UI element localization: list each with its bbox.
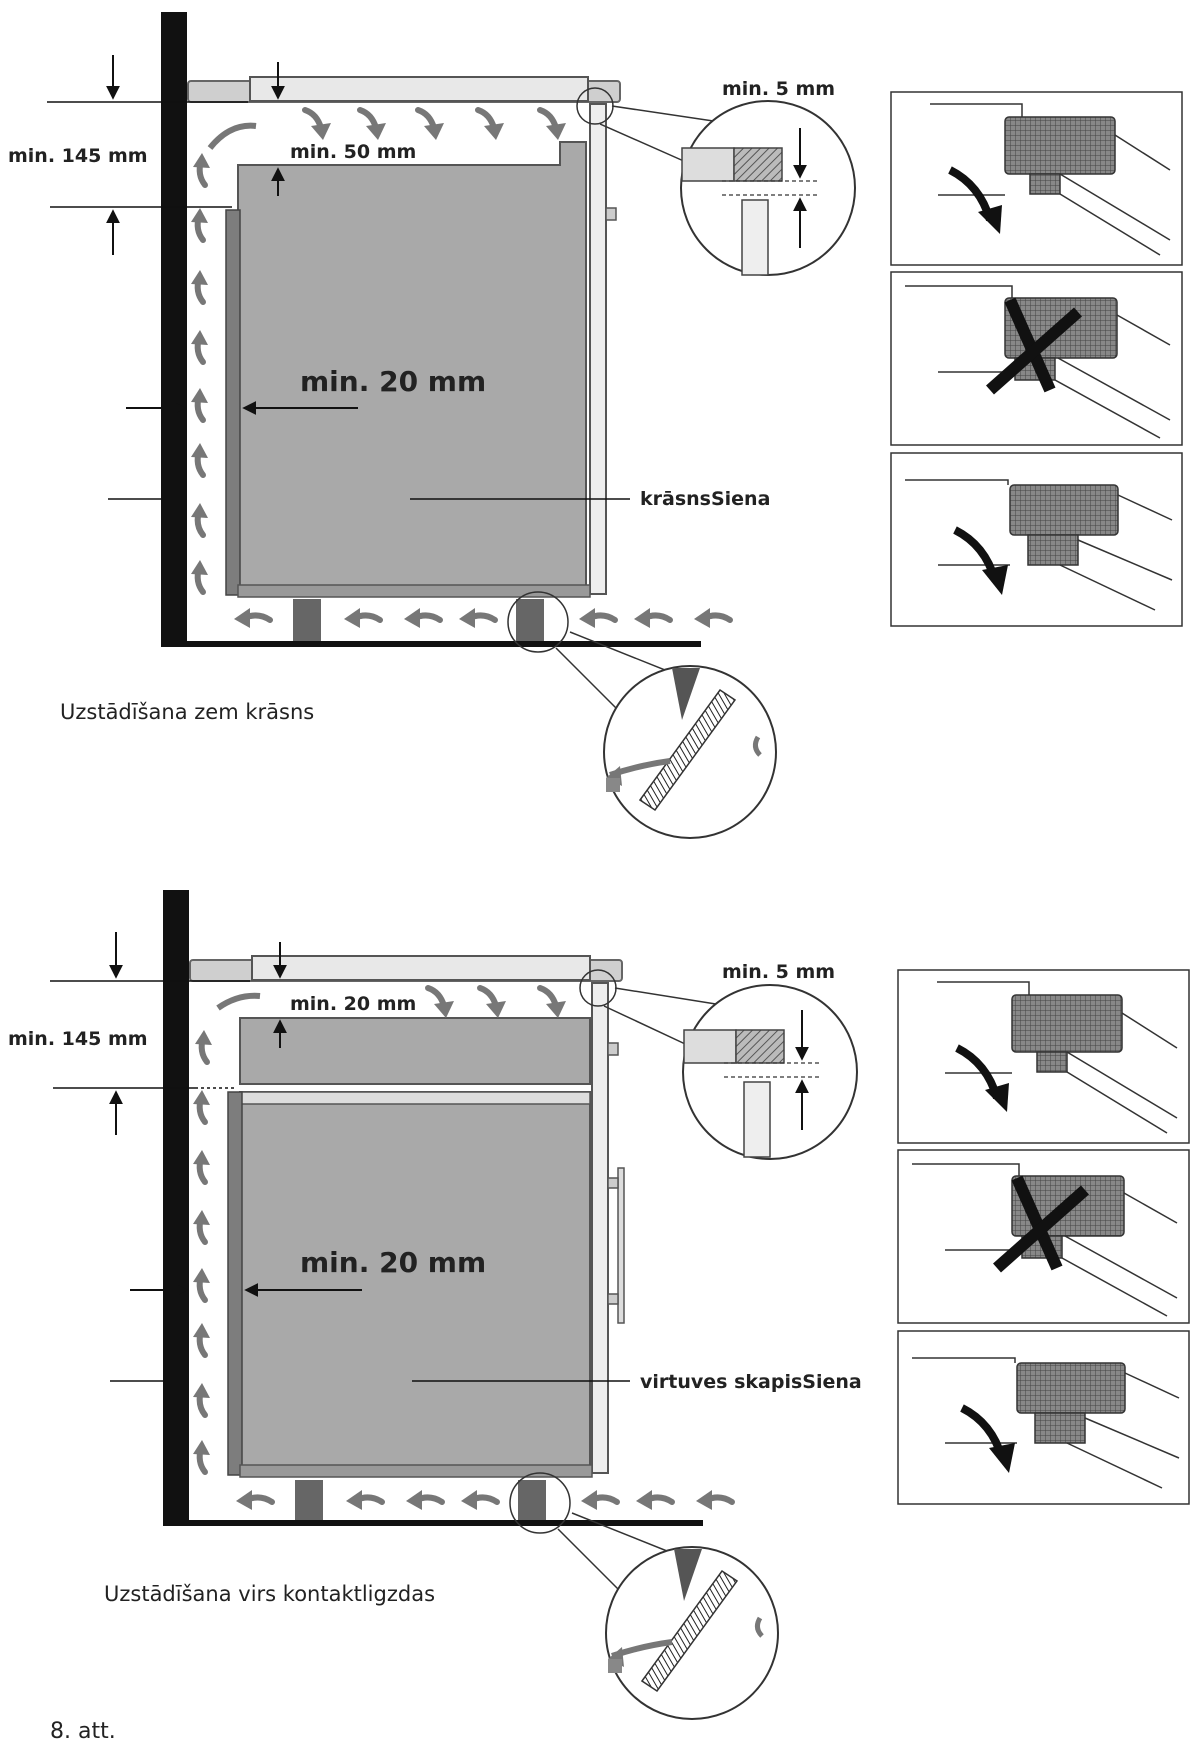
diagram-caption: Uzstādīšana virs kontaktligzdas <box>104 1582 435 1606</box>
diagram-caption: Uzstādīšana zem krāsns <box>60 700 314 724</box>
dim-detail-gap-label: min. 5 mm <box>722 78 835 100</box>
wall <box>161 12 187 647</box>
dim-detail-gap-label: min. 5 mm <box>722 961 835 983</box>
diagram-bottom: min. 20 mm min. 145 mm min. 5 mm min. 20… <box>8 890 1190 1720</box>
floor <box>161 641 701 647</box>
detail-gap-zoom <box>680 100 856 276</box>
detail-panel-correct-2 <box>890 452 1183 627</box>
detail-panel-wrong <box>890 271 1183 446</box>
cabinet-side <box>591 982 609 1474</box>
drawer <box>239 1017 591 1085</box>
dim-cabinet-depth-label: min. 145 mm <box>8 1028 148 1050</box>
foot <box>518 1480 546 1520</box>
foot <box>295 1480 323 1520</box>
appliance-label: krāsnsSiena <box>640 488 770 510</box>
vent-grille-zoom <box>603 665 777 839</box>
airflow-arrows <box>191 110 730 628</box>
appliance-label: virtuves skapisSiena <box>640 1371 862 1393</box>
floor <box>163 1520 703 1526</box>
detail-panel-correct-1 <box>890 91 1183 266</box>
airflow-arrows <box>193 988 732 1510</box>
dim-top-gap-label: min. 50 mm <box>290 141 416 163</box>
detail-panel-correct-1 <box>897 969 1190 1144</box>
figure-caption: 8. att. <box>50 1719 116 1744</box>
foot <box>293 599 321 641</box>
dim-side-gap-label: min. 20 mm <box>300 365 486 398</box>
diagram-top: min. 50 mm min. 145 mm min. 5 mm min. 20… <box>8 12 1183 839</box>
wall <box>163 890 189 1526</box>
dim-side-gap-label: min. 20 mm <box>300 1246 486 1279</box>
detail-gap-zoom <box>682 984 858 1160</box>
detail-panel-correct-2 <box>897 1330 1190 1505</box>
door-handle <box>617 1167 625 1324</box>
detail-panel-wrong <box>897 1149 1190 1324</box>
cabinet-side <box>589 103 607 595</box>
appliance-body <box>239 1091 591 1471</box>
dim-top-gap-label: min. 20 mm <box>290 993 416 1015</box>
dim-cabinet-depth-label: min. 145 mm <box>8 145 148 167</box>
vent-grille-zoom <box>605 1546 779 1720</box>
foot <box>516 599 544 641</box>
